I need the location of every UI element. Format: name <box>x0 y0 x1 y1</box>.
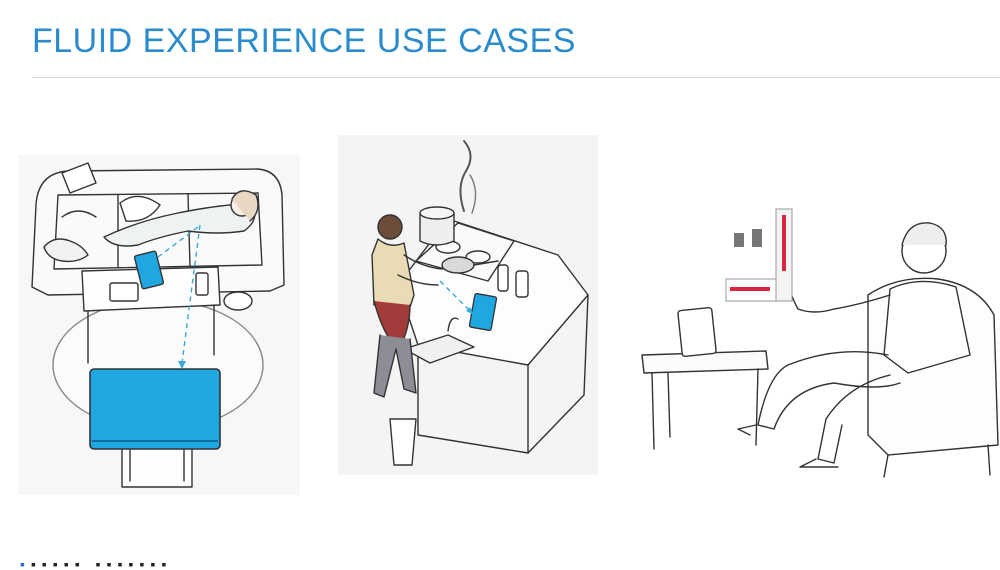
illustration-gesture-control <box>638 205 1000 480</box>
illustration-kitchen <box>338 135 598 475</box>
living-room-drawing <box>31 162 285 488</box>
title-divider <box>32 77 1000 78</box>
footer-logo: ▪▪▪▪▪▪ ▪▪▪▪▪▪▪ <box>20 556 173 570</box>
tv-screen <box>89 368 221 450</box>
floating-volume-ui <box>725 208 793 302</box>
kitchen-drawing <box>371 140 589 466</box>
tablet-screen <box>468 293 498 331</box>
gesture-control-drawing <box>641 208 999 478</box>
illustration-living-room <box>18 155 300 495</box>
slide-title: FLUID EXPERIENCE USE CASES <box>32 22 576 60</box>
